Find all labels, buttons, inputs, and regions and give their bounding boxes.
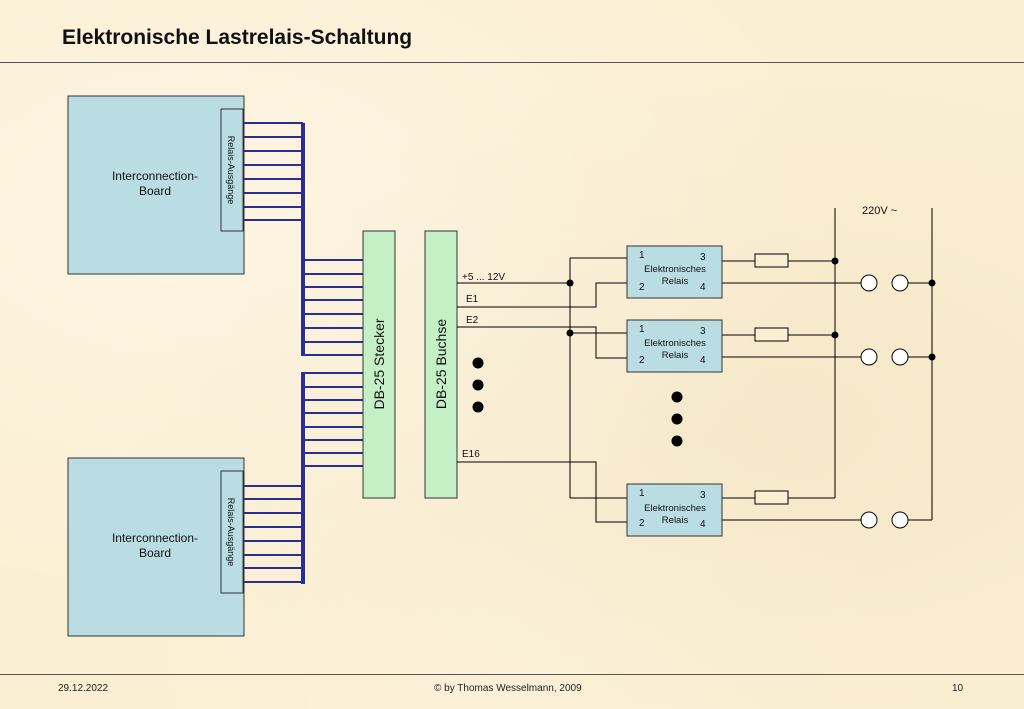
bus-lines-upper xyxy=(244,122,363,356)
signal-e16-label: E16 xyxy=(462,449,480,460)
relay-1-label-line1: Elektronisches xyxy=(644,264,706,275)
board-1-label-line1: Interconnection- xyxy=(112,169,198,183)
db25-socket-label: DB-25 Buchse xyxy=(433,319,449,409)
db25-plug-label: DB-25 Stecker xyxy=(371,318,387,409)
signal-wires xyxy=(457,208,933,523)
load-terminals xyxy=(860,274,909,529)
board-2-outputs-label: Relais-Ausgänge xyxy=(226,498,236,567)
relay-1-pin-1: 1 xyxy=(639,250,645,261)
relay-3-label-line1: Elektronisches xyxy=(644,503,706,514)
relay-2-pin-4: 4 xyxy=(700,355,706,366)
relay-2-label-line1: Elektronisches xyxy=(644,338,706,349)
relay-1-pin-2: 2 xyxy=(639,282,645,293)
relay-1-label-line2: Relais xyxy=(662,276,689,287)
relay-outputs-block-2 xyxy=(220,470,244,594)
page-title: Elektronische Lastrelais-Schaltung xyxy=(62,26,413,49)
relay-2-pin-1: 1 xyxy=(639,324,645,335)
ellipsis-dots-socket xyxy=(472,357,484,413)
bus-lines-lower xyxy=(244,372,363,584)
junction-dots xyxy=(566,257,936,361)
ellipsis-dots-relays xyxy=(671,391,683,447)
footer-divider xyxy=(0,674,1024,675)
board-1-outputs-label: Relais-Ausgänge xyxy=(226,136,236,205)
supply-label: +5 ... 12V xyxy=(462,272,505,283)
db25-plug: DB-25 Stecker xyxy=(362,230,396,499)
footer-page-number: 10 xyxy=(952,683,964,694)
board-2-label-line2: Board xyxy=(139,546,171,560)
fuses xyxy=(754,253,789,505)
relay-1-pin-4: 4 xyxy=(700,282,706,293)
relay-outputs-block-1 xyxy=(220,108,244,232)
footer-date: 29.12.2022 xyxy=(58,683,109,694)
relay-3-pin-4: 4 xyxy=(700,519,706,530)
footer-copyright: © by Thomas Wesselmann, 2009 xyxy=(434,683,582,694)
relay-3-pin-1: 1 xyxy=(639,488,645,499)
relay-3-pin-2: 2 xyxy=(639,518,645,529)
relay-2-pin-2: 2 xyxy=(639,355,645,366)
relay-3-label-line2: Relais xyxy=(662,515,689,526)
board-1-label-line2: Board xyxy=(139,184,171,198)
interconnection-board-2: Interconnection- Board Relais-Ausgänge xyxy=(67,457,245,637)
board-2-label-line1: Interconnection- xyxy=(112,531,198,545)
relay-3: 1 2 3 4 Elektronisches Relais xyxy=(626,483,723,537)
interconnection-board-1: Interconnection- Board Relais-Ausgänge xyxy=(67,95,245,275)
relay-1-pin-3: 3 xyxy=(700,252,706,263)
relay-3-pin-3: 3 xyxy=(700,490,706,501)
relay-2-pin-3: 3 xyxy=(700,326,706,337)
relay-2: 1 2 3 4 Elektronisches Relais xyxy=(626,319,723,373)
db25-socket: DB-25 Buchse xyxy=(424,230,458,499)
mains-voltage-label: 220V ~ xyxy=(862,205,897,217)
relay-2-label-line2: Relais xyxy=(662,350,689,361)
signal-e1-label: E1 xyxy=(466,294,479,305)
relay-1: 1 2 3 4 Elektronisches Relais xyxy=(626,245,723,299)
signal-e2-label: E2 xyxy=(466,315,479,326)
title-divider xyxy=(0,62,1024,63)
